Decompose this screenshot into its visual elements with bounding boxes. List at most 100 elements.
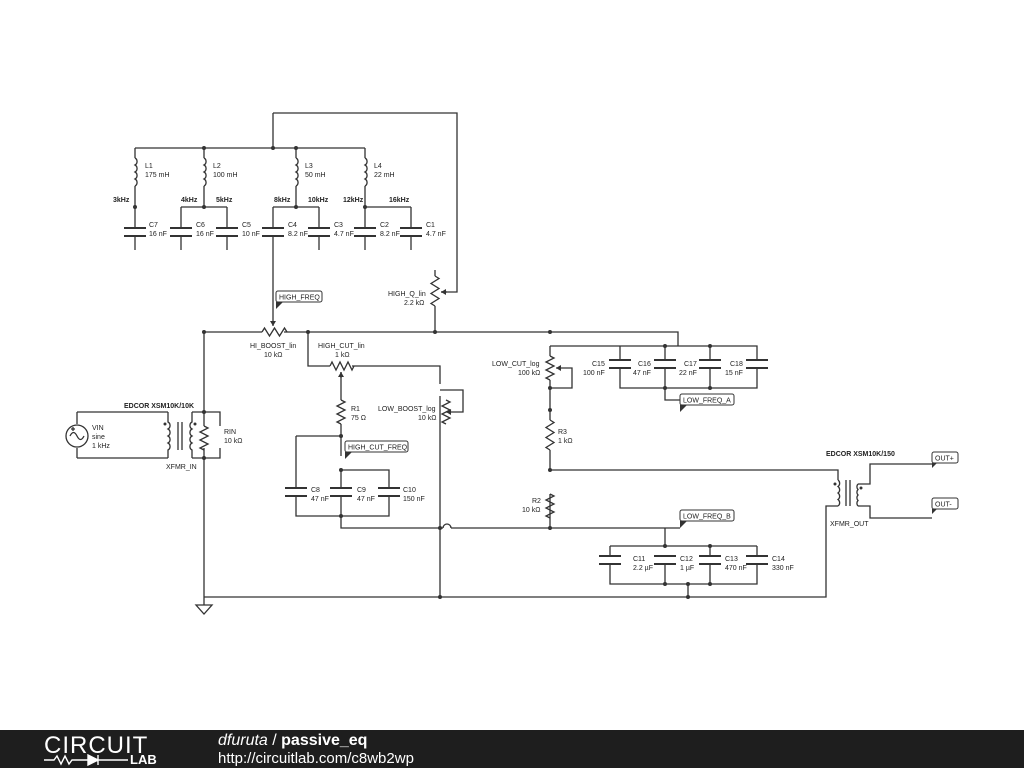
project-url-link[interactable]: http://circuitlab.com/c8wb2wp xyxy=(218,750,414,767)
transformer-xfmr-out[interactable] xyxy=(833,479,863,507)
label-C13-value: 470 nF xyxy=(725,565,747,572)
resistor-RIN xyxy=(198,425,210,451)
label-L3-value: 50 mH xyxy=(305,172,326,179)
circuitlab-logo[interactable]: CIRCUIT LAB xyxy=(44,732,184,767)
label-vin-type: sine xyxy=(92,434,105,441)
label-C10-ref: C10 xyxy=(403,487,416,494)
label-C14-value: 330 nF xyxy=(772,565,794,572)
label-edcor-out: EDCOR XSM10K/150 xyxy=(826,451,895,458)
logo-wordmark-top: CIRCUIT xyxy=(44,732,149,759)
label-freq-5k: 5kHz xyxy=(216,197,233,204)
label-R2-ref: R2 xyxy=(532,498,541,505)
net-label-out-plus[interactable]: OUT+ xyxy=(931,451,959,468)
label-R3-value: 1 kΩ xyxy=(558,438,573,445)
label-vin-value: 1 kHz xyxy=(92,443,110,450)
author-link[interactable]: dfuruta xyxy=(218,732,268,749)
resistor-R3 xyxy=(544,419,556,451)
wire-crossover xyxy=(442,523,452,529)
capacitor-C12 xyxy=(654,555,676,565)
capacitor-C10 xyxy=(378,487,400,497)
capacitor-C5 xyxy=(216,227,238,237)
label-L1-value: 175 mH xyxy=(145,172,170,179)
label-C4-value: 8.2 nF xyxy=(288,231,308,238)
label-edcor-in: EDCOR XSM10K/10K xyxy=(124,403,194,410)
capacitor-C8 xyxy=(285,487,307,497)
label-high-cut-value: 1 kΩ xyxy=(335,352,350,359)
label-low-cut-value: 100 kΩ xyxy=(518,370,540,377)
label-C6-value: 16 nF xyxy=(196,231,214,238)
inductor-L3[interactable] xyxy=(294,157,299,187)
logo-wordmark-bottom: LAB xyxy=(130,752,157,767)
transformer-xfmr-in[interactable] xyxy=(163,412,197,458)
inductor-L2[interactable] xyxy=(202,157,207,187)
net-label-low-freq-b[interactable]: LOW_FREQ_B xyxy=(679,509,735,528)
label-L3-ref: L3 xyxy=(305,163,313,170)
net-label-text: OUT+ xyxy=(935,456,954,463)
pot-low-cut xyxy=(544,355,556,381)
label-rin-ref: RIN xyxy=(224,429,236,436)
capacitor-C13 xyxy=(699,555,721,565)
label-xfmr-in: XFMR_IN xyxy=(166,464,197,471)
inductor-L1[interactable] xyxy=(133,157,138,187)
label-vin-ref: VIN xyxy=(92,425,104,432)
capacitor-C9 xyxy=(330,487,352,497)
wires xyxy=(76,112,932,605)
credit-separator: / xyxy=(267,732,282,749)
label-hi-boost-ref: HI_BOOST_lin xyxy=(250,343,296,350)
label-freq-4k: 4kHz xyxy=(181,197,198,204)
label-freq-16k: 16kHz xyxy=(389,197,410,204)
label-R1-value: 75 Ω xyxy=(351,415,366,422)
label-C9-value: 47 nF xyxy=(357,496,375,503)
label-C6-ref: C6 xyxy=(196,222,205,229)
label-R2-value: 10 kΩ xyxy=(522,507,540,514)
label-C1-ref: C1 xyxy=(426,222,435,229)
label-C14-ref: C14 xyxy=(772,556,785,563)
voltage-source-vin[interactable] xyxy=(65,424,89,448)
net-label-text: HIGH_CUT_FREQ xyxy=(348,445,408,452)
capacitor-C4 xyxy=(262,227,284,237)
label-C16-ref: C16 xyxy=(638,361,651,368)
label-C4-ref: C4 xyxy=(288,222,297,229)
net-label-text: LOW_FREQ_B xyxy=(683,514,731,521)
label-C15-value: 100 nF xyxy=(583,370,605,377)
net-label-low-freq-a[interactable]: LOW_FREQ_A xyxy=(679,393,735,412)
resistor-R1 xyxy=(335,399,347,425)
wiper-arrows xyxy=(270,289,561,415)
pot-high-q xyxy=(429,275,441,307)
label-R3-ref: R3 xyxy=(558,429,567,436)
inductor-L4[interactable] xyxy=(363,157,368,187)
resistor-R2 xyxy=(544,493,556,519)
label-rin-value: 10 kΩ xyxy=(224,438,242,445)
net-label-out-minus[interactable]: OUT- xyxy=(931,497,959,514)
label-C13-ref: C13 xyxy=(725,556,738,563)
label-C12-ref: C12 xyxy=(680,556,693,563)
label-R1-ref: R1 xyxy=(351,406,360,413)
capacitor-C16 xyxy=(654,359,676,369)
ground-icon xyxy=(194,604,214,615)
net-label-high-freq[interactable]: HIGH_FREQ xyxy=(275,290,323,309)
label-C10-value: 150 nF xyxy=(403,496,425,503)
junction-dots xyxy=(133,146,712,599)
capacitor-C15 xyxy=(609,359,631,369)
net-label-text: HIGH_FREQ xyxy=(279,295,320,302)
capacitor-C1 xyxy=(400,227,422,237)
label-C5-value: 10 nF xyxy=(242,231,260,238)
capacitor-C6 xyxy=(170,227,192,237)
label-C17-value: 22 nF xyxy=(679,370,697,377)
net-label-text: OUT- xyxy=(935,502,952,509)
net-label-high-cut-freq[interactable]: HIGH_CUT_FREQ xyxy=(344,440,409,459)
label-high-cut-ref: HIGH_CUT_lin xyxy=(318,343,365,350)
label-C18-ref: C18 xyxy=(730,361,743,368)
label-L2-ref: L2 xyxy=(213,163,221,170)
project-name[interactable]: passive_eq xyxy=(281,732,368,749)
label-C3-value: 4.7 nF xyxy=(334,231,354,238)
label-C11-ref: C11 xyxy=(633,556,645,563)
label-low-boost-value: 10 kΩ xyxy=(418,415,436,422)
label-C8-value: 47 nF xyxy=(311,496,329,503)
label-hi-boost-value: 10 kΩ xyxy=(264,352,282,359)
label-L4-ref: L4 xyxy=(374,163,382,170)
label-high-q-value: 2.2 kΩ xyxy=(404,300,424,307)
capacitor-C14 xyxy=(746,555,768,565)
label-C18-value: 15 nF xyxy=(725,370,743,377)
label-C15-ref: C15 xyxy=(592,361,605,368)
